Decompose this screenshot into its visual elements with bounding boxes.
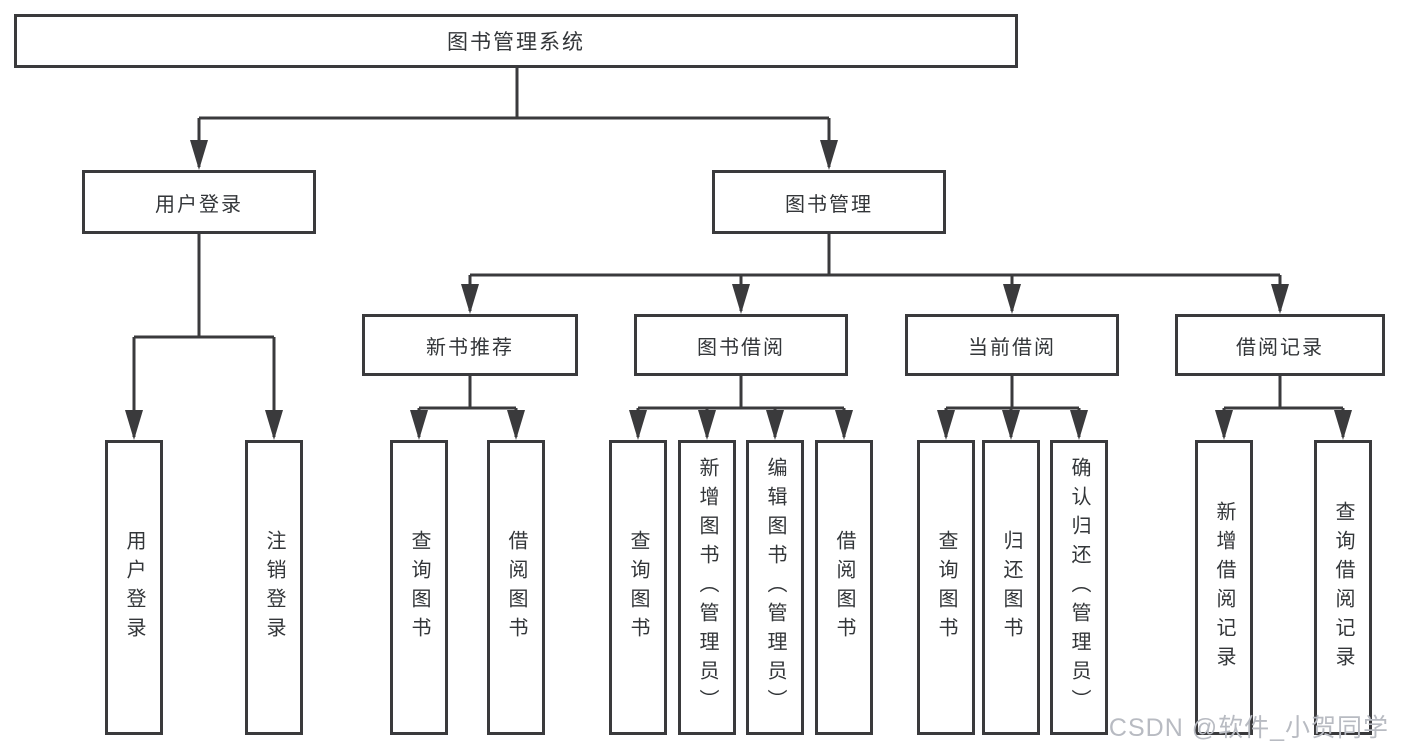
node-label: 用户登录 <box>155 193 243 216</box>
node-leaf-user-login: 用户登录 <box>105 440 163 735</box>
node-label: 新增借阅记录 <box>1213 500 1235 675</box>
node-label: 新书推荐 <box>426 336 514 359</box>
node-leaf-return-books: 归还图书 <box>982 440 1040 735</box>
node-label: 查询图书 <box>627 529 649 646</box>
node-leaf-query-books-current: 查询图书 <box>917 440 975 735</box>
node-borrowing-records: 借阅记录 <box>1175 314 1385 376</box>
node-label: 确认归还（管理员） <box>1068 457 1090 718</box>
node-book-management: 图书管理 <box>712 170 946 234</box>
node-new-book-recommendation: 新书推荐 <box>362 314 578 376</box>
node-label: 归还图书 <box>1000 529 1022 646</box>
node-library-management-system: 图书管理系统 <box>14 14 1018 68</box>
node-leaf-confirm-return-admin: 确认归还（管理员） <box>1050 440 1108 735</box>
node-label: 查询借阅记录 <box>1332 500 1354 675</box>
node-leaf-query-books-borrowing: 查询图书 <box>609 440 667 735</box>
node-label: 图书借阅 <box>697 336 785 359</box>
node-current-borrowing: 当前借阅 <box>905 314 1119 376</box>
node-leaf-edit-books-admin: 编辑图书（管理员） <box>746 440 804 735</box>
node-label: 编辑图书（管理员） <box>764 457 786 718</box>
node-label: 借阅图书 <box>505 529 527 646</box>
node-leaf-query-books-recommend: 查询图书 <box>390 440 448 735</box>
node-leaf-borrow-books: 借阅图书 <box>815 440 873 735</box>
node-leaf-add-borrow-record: 新增借阅记录 <box>1195 440 1253 735</box>
node-label: 用户登录 <box>123 529 145 646</box>
node-label: 借阅图书 <box>833 529 855 646</box>
node-label: 当前借阅 <box>968 336 1056 359</box>
node-label: 图书管理系统 <box>447 31 585 54</box>
node-leaf-logout: 注销登录 <box>245 440 303 735</box>
node-leaf-borrow-books-recommend: 借阅图书 <box>487 440 545 735</box>
watermark: CSDN @软件_小贺同学 <box>1108 714 1389 742</box>
node-label: 新增图书（管理员） <box>696 457 718 718</box>
node-label: 图书管理 <box>785 193 873 216</box>
node-label: 注销登录 <box>263 529 285 646</box>
node-leaf-query-borrow-record: 查询借阅记录 <box>1314 440 1372 735</box>
node-leaf-add-books-admin: 新增图书（管理员） <box>678 440 736 735</box>
node-label: 借阅记录 <box>1236 336 1324 359</box>
node-user-login: 用户登录 <box>82 170 316 234</box>
node-label: 查询图书 <box>935 529 957 646</box>
node-label: 查询图书 <box>408 529 430 646</box>
node-book-borrowing: 图书借阅 <box>634 314 848 376</box>
